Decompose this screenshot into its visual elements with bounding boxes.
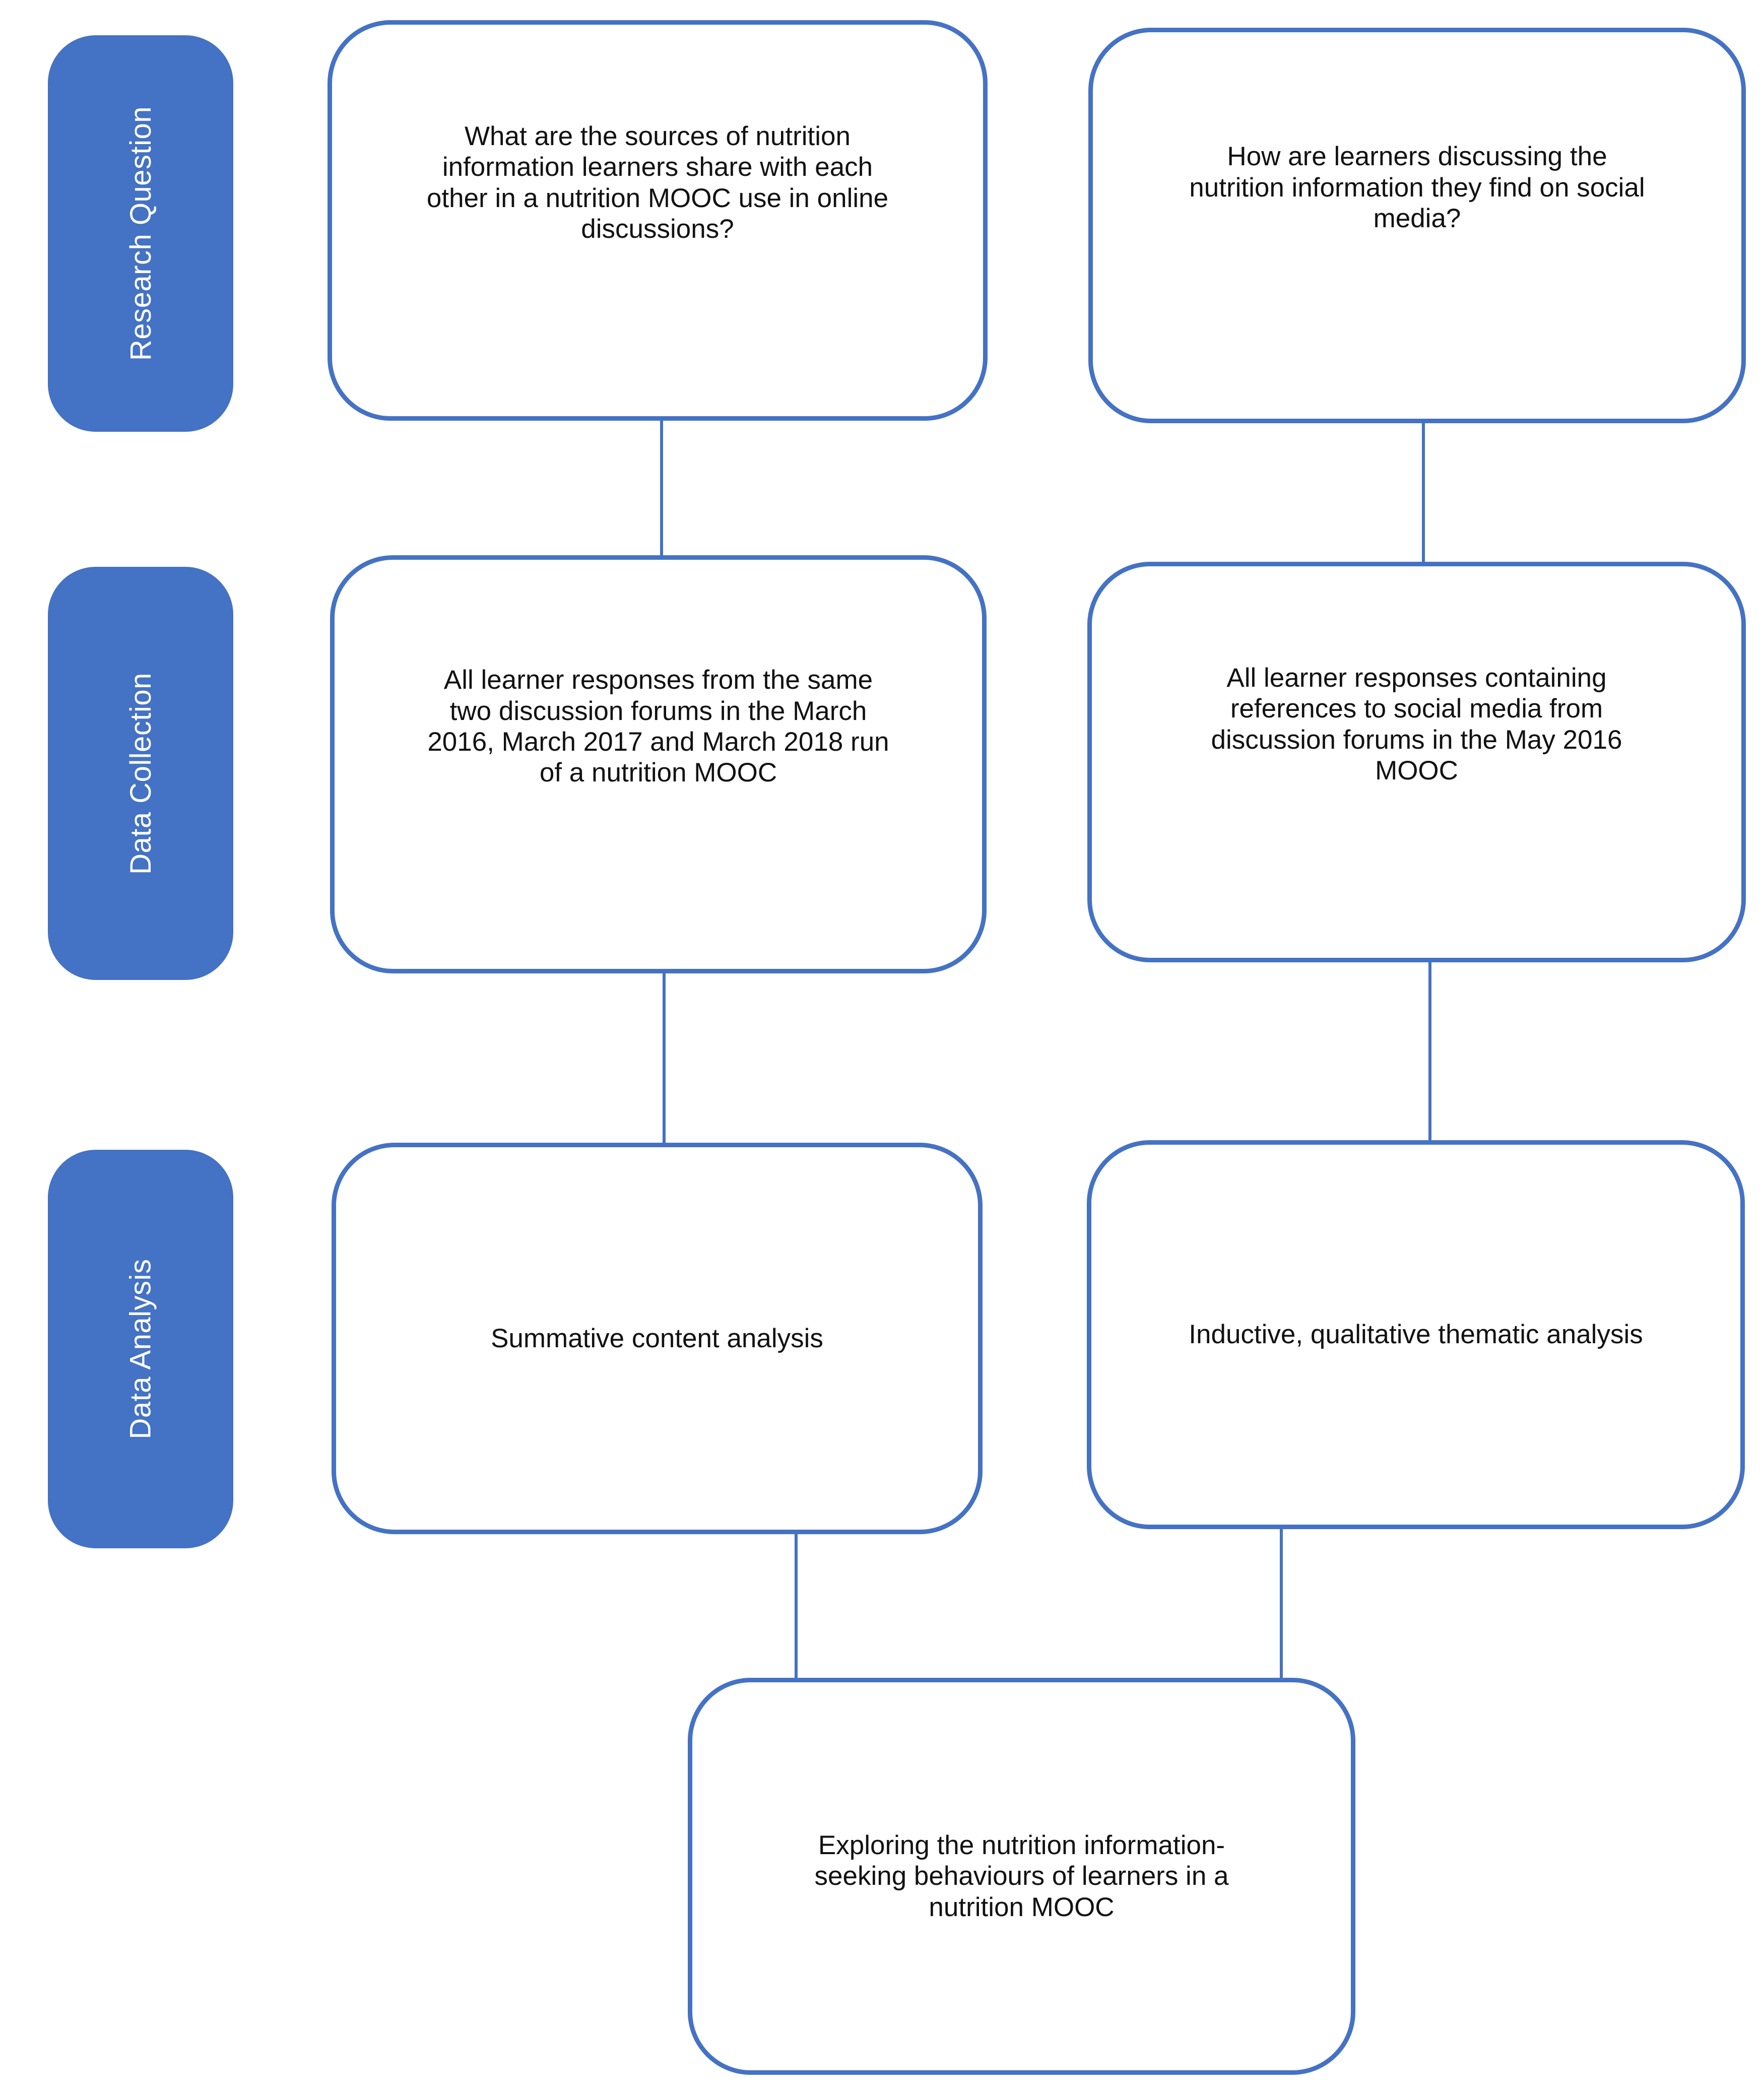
stage-label-data-analysis-text: Data Analysis — [124, 1259, 157, 1439]
stage-label-data-collection: Data Collection — [48, 567, 233, 980]
stage-label-research-question: Research Question — [48, 35, 233, 432]
box-data-analysis-left-text: Summative content analysis — [491, 1323, 823, 1353]
connector-da-right-to-outcome — [1280, 1528, 1283, 1679]
box-data-collection-right-text: All learner responses containing referen… — [1211, 663, 1622, 785]
connector-dc-right-to-da-right — [1428, 961, 1431, 1142]
stage-label-data-collection-text: Data Collection — [124, 672, 157, 875]
box-data-analysis-right: Inductive, qualitative thematic analysis — [1087, 1140, 1745, 1529]
connector-rq-right-to-dc-right — [1422, 423, 1425, 563]
box-data-collection-right: All learner responses containing referen… — [1087, 562, 1746, 962]
box-outcome: Exploring the nutrition information-seek… — [688, 1678, 1355, 2075]
connector-dc-left-to-da-left — [663, 972, 666, 1144]
box-research-question-left: What are the sources of nutrition inform… — [328, 20, 988, 421]
box-data-collection-left-text: All learner responses from the same two … — [427, 665, 889, 788]
connector-da-left-to-outcome — [795, 1533, 798, 1679]
box-outcome-text: Exploring the nutrition information-seek… — [814, 1830, 1229, 1922]
stage-label-research-question-text: Research Question — [124, 106, 157, 361]
box-data-analysis-left: Summative content analysis — [332, 1143, 983, 1534]
box-research-question-right: How are learners discussing the nutritio… — [1088, 28, 1746, 423]
stage-label-data-analysis: Data Analysis — [48, 1150, 233, 1548]
connector-rq-left-to-dc-left — [660, 421, 663, 557]
box-research-question-right-text: How are learners discussing the nutritio… — [1189, 142, 1645, 234]
box-data-collection-left: All learner responses from the same two … — [330, 555, 987, 973]
box-research-question-left-text: What are the sources of nutrition inform… — [426, 121, 889, 244]
box-data-analysis-right-text: Inductive, qualitative thematic analysis — [1189, 1320, 1643, 1350]
